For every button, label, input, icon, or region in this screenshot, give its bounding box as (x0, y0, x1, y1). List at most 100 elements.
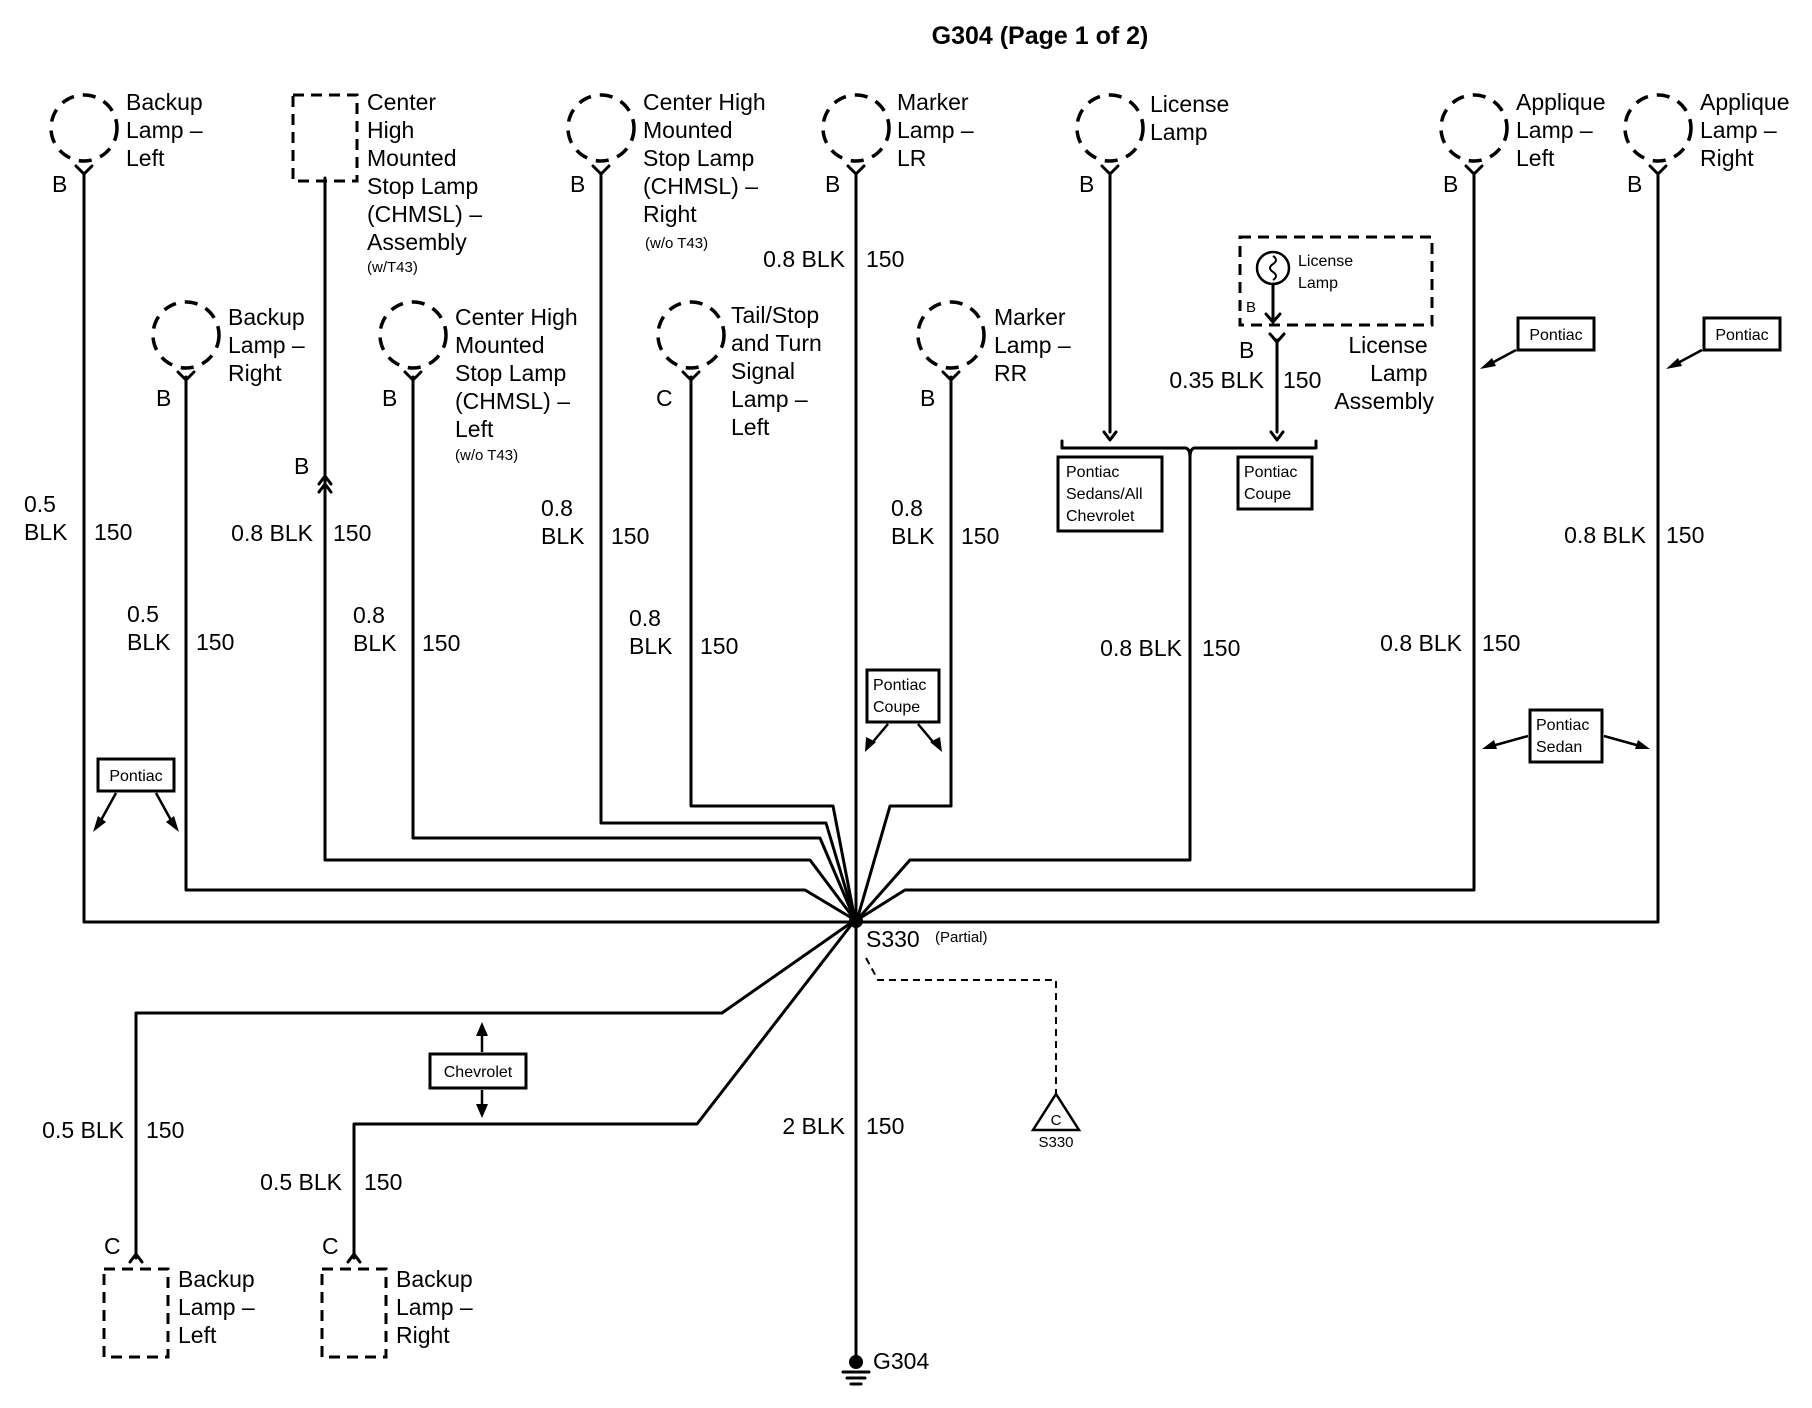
component-labels: Backup Lamp – Left Center High Mounted S… (126, 89, 1790, 1348)
option-box-pontiac-applique-right (1702, 316, 1782, 352)
pin-label: B (570, 171, 585, 197)
arrowhead-icon (1482, 740, 1497, 749)
wire-chmsl-right (599, 171, 857, 922)
connector-terminal (681, 370, 701, 382)
pin-label: B (1443, 171, 1458, 197)
marker-lr-label: Marker Lamp – LR (897, 89, 980, 171)
option-box-pontiac-coupe (865, 668, 941, 724)
connector-terminal (1264, 312, 1282, 324)
connector-terminal (1464, 164, 1484, 176)
connector-terminal (128, 1252, 144, 1264)
pin-label: B (1246, 299, 1256, 316)
license-lamp-assembly-box (1238, 235, 1434, 327)
marker-rr-label: Marker Lamp – RR (994, 304, 1077, 386)
chmsl-right-note: (w/o T43) (645, 235, 708, 252)
applique-left-lamp (1439, 93, 1509, 163)
connector-terminal (941, 370, 961, 382)
backup-left-top-label: Backup Lamp – Left (126, 89, 209, 171)
splice-note: (Partial) (935, 929, 988, 946)
wire-circuit-label: 150 (866, 1113, 904, 1139)
backup-left-bottom-box (102, 1267, 170, 1359)
backup-right-bottom-box (320, 1267, 388, 1359)
wire-circuit-label: 150 (333, 520, 371, 546)
wire-circuit-label: 150 (422, 630, 460, 656)
chmsl-left-label: Center High Mounted Stop Lamp (CHMSL) – … (455, 304, 584, 442)
wire-circuit-label: 150 (700, 633, 738, 659)
chmsl-assembly-note: (w/T43) (367, 259, 418, 276)
pin-label: B (1079, 171, 1094, 197)
wire-size-label: 0.8 BLK (1564, 522, 1646, 548)
arrowhead-icon (1635, 740, 1650, 749)
splice-dot (849, 914, 863, 928)
wire-labels: 0.5 BLK 150 0.5 BLK 150 0.8 BLK 150 0.8 … (24, 246, 1704, 1195)
backup-left-top-lamp (49, 93, 119, 163)
backup-left-bottom-label: Backup Lamp – Left (178, 1266, 261, 1348)
option-label: Chevrolet (444, 1064, 513, 1081)
wire-size-label: 0.8 BLK (1380, 630, 1462, 656)
pin-label: B (294, 453, 309, 479)
connector-terminal (591, 164, 611, 176)
option-box-chevrolet (428, 1052, 528, 1090)
inline-connector (317, 482, 333, 494)
wire-applique-right (855, 171, 1660, 924)
wire-license (855, 456, 1192, 922)
wire-backup-right-bottom (352, 918, 857, 1260)
arrowhead-icon (166, 816, 179, 832)
wire-circuit-label: 150 (961, 523, 999, 549)
arrowhead-icon (476, 1022, 488, 1036)
connector-terminal (1100, 164, 1120, 176)
backup-right-top-lamp (151, 300, 221, 370)
option-label: Pontiac (109, 768, 162, 785)
connector-terminal (403, 370, 423, 382)
wire-marker-rr (855, 375, 953, 922)
wire-circuit-label: 150 (196, 629, 234, 655)
ground-dot (849, 1355, 863, 1369)
option-arrow-icon (1675, 348, 1703, 366)
license-lamp (1075, 93, 1145, 163)
wire-size-label: 0.5 BLK (127, 601, 171, 655)
wire-size-label: 0.8 BLK (541, 495, 585, 549)
marker-rr-lamp (916, 300, 986, 370)
tail-stop-left-label: Tail/Stop and Turn Signal Lamp – Left (731, 302, 828, 440)
option-arrow-icon (917, 723, 935, 744)
wire-circuit-label: 150 (94, 519, 132, 545)
arrowhead-icon (1480, 358, 1496, 369)
pin-label: C (104, 1233, 121, 1259)
ground-icon (841, 1370, 871, 1386)
lamp-symbols (49, 93, 1693, 1359)
option-label: Pontiac Sedans/All Chevrolet (1066, 464, 1147, 525)
option-arrow-icon (1491, 734, 1529, 748)
splice-reference-letter: C (1051, 1112, 1062, 1129)
option-arrow-icon (154, 792, 174, 823)
wire-size-label: 0.35 BLK (1169, 367, 1264, 393)
ground-name: G304 (873, 1348, 929, 1374)
connector-terminal (346, 1252, 362, 1264)
connector-terminal (1268, 332, 1286, 344)
splice-reference-name: S330 (1038, 1134, 1073, 1151)
license-assembly-terminal (1269, 430, 1285, 442)
wire-size-label: 0.8 BLK (1100, 635, 1182, 661)
wire-size-label: 0.8 BLK (231, 520, 313, 546)
splice-reference-triangle-icon (1030, 1091, 1082, 1132)
license-option-bracket (1060, 439, 1318, 460)
pin-label: C (322, 1233, 339, 1259)
wire-size-label: 0.8 BLK (629, 605, 673, 659)
pin-label: B (1627, 171, 1642, 197)
connector-terminal (176, 370, 196, 382)
chmsl-left-lamp (378, 300, 448, 370)
wire-size-label: 0.5 BLK (24, 491, 68, 545)
option-arrow-icon (1489, 348, 1517, 366)
license-assembly-label: License Lamp Assembly (1334, 332, 1434, 414)
option-box-pontiac (96, 757, 176, 793)
connector-terminal (846, 164, 866, 176)
arrowhead-icon (930, 737, 942, 752)
pin-label: B (825, 171, 840, 197)
option-boxes: Pontiac Pontiac Coupe Pontiac Sedans/All… (93, 316, 1782, 1118)
chmsl-right-lamp (566, 93, 636, 163)
wire-backup-right-top (184, 375, 857, 922)
applique-right-lamp (1623, 93, 1693, 163)
connector-terminal (1648, 164, 1668, 176)
option-arrow-icon (98, 792, 118, 823)
wires (82, 171, 1660, 1362)
